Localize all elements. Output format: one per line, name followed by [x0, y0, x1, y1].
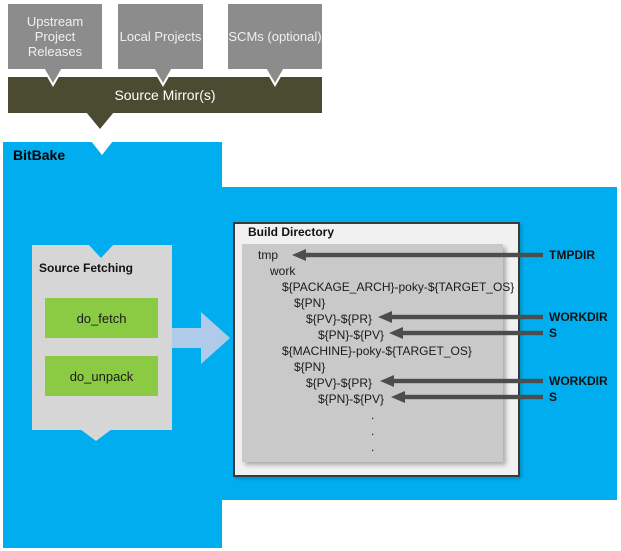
tree-item-machine-dir: ${MACHINE}-poky-${TARGET_OS} — [282, 344, 472, 358]
tree-item-pn-pv-2: ${PN}-${PV} — [318, 392, 385, 406]
tree-ellipsis-dot: . — [371, 440, 375, 454]
do-fetch-label: do_fetch — [76, 310, 127, 326]
build-directory-title: Build Directory — [248, 225, 335, 239]
build-directory-panel — [242, 244, 503, 462]
s-label-1: S — [549, 326, 558, 340]
local-projects-box: Local Projects — [118, 4, 203, 69]
s-label-2: S — [549, 390, 558, 404]
tree-item-pn-2: ${PN} — [294, 360, 326, 374]
scms-label: SCMs (optional) — [228, 29, 322, 44]
source-fetching-title: Source Fetching — [39, 261, 134, 275]
do-unpack-task-box: do_unpack — [45, 356, 158, 396]
scms-box: SCMs (optional) — [228, 4, 322, 69]
local-projects-label: Local Projects — [119, 29, 202, 44]
tree-item-pv-pr-2: ${PV}-${PR} — [306, 376, 373, 390]
workdir-label-1: WORKDIR — [549, 310, 608, 324]
tree-item-pv-pr: ${PV}-${PR} — [306, 312, 373, 326]
mirror-bar-tail — [86, 112, 114, 129]
source-mirror-label: Source Mirror(s) — [114, 87, 216, 103]
tree-item-package-arch-dir: ${PACKAGE_ARCH}-poky-${TARGET_OS} — [282, 280, 515, 294]
tree-item-work: work — [270, 264, 296, 278]
do-unpack-label: do_unpack — [69, 368, 134, 384]
tree-ellipsis-dot: . — [371, 408, 375, 422]
source-mirror-bar: Source Mirror(s) — [8, 77, 322, 113]
bitbake-label: BitBake — [13, 147, 66, 163]
upstream-project-releases-label: Upstream Project Releases — [26, 14, 84, 59]
tree-item-pn: ${PN} — [294, 296, 326, 310]
tmpdir-label: TMPDIR — [549, 248, 595, 262]
tree-item-tmp: tmp — [258, 248, 279, 262]
upstream-project-releases-box: Upstream Project Releases — [8, 4, 102, 69]
tree-item-pn-pv: ${PN}-${PV} — [318, 328, 385, 342]
workdir-label-2: WORKDIR — [549, 374, 608, 388]
do-fetch-task-box: do_fetch — [45, 298, 158, 338]
tree-ellipsis-dot: . — [371, 424, 375, 438]
